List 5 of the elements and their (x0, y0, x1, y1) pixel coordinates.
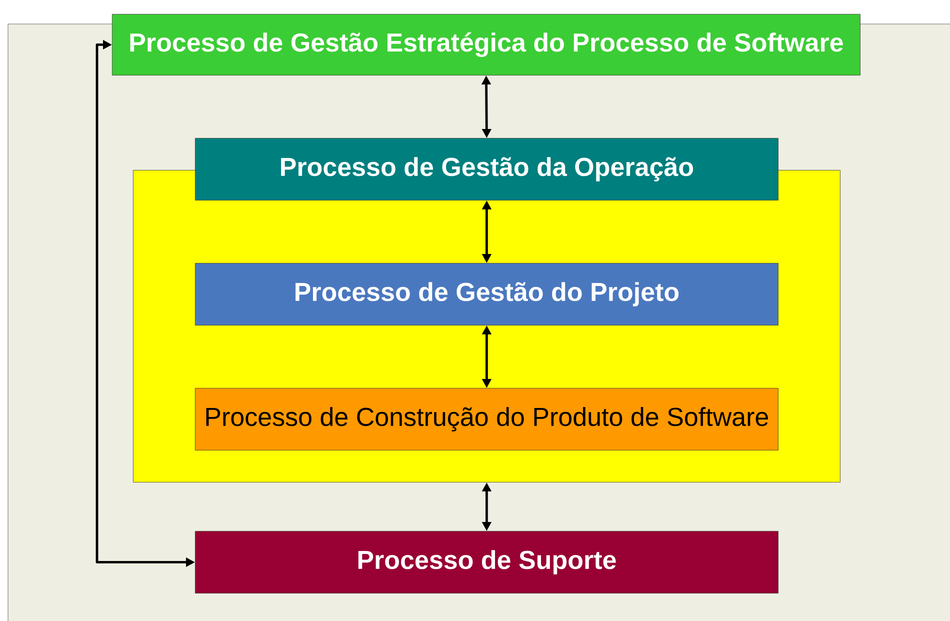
process-box: Processo de Suporte (195, 531, 778, 594)
process-box: Processo de Gestão do Projeto (195, 263, 778, 326)
process-box: Processo de Gestão Estratégica do Processo de Software (112, 14, 860, 76)
process-box: Processo de Gestão da Operação (195, 138, 778, 200)
process-box: Processo de Construção do Produto de Software (195, 388, 778, 450)
